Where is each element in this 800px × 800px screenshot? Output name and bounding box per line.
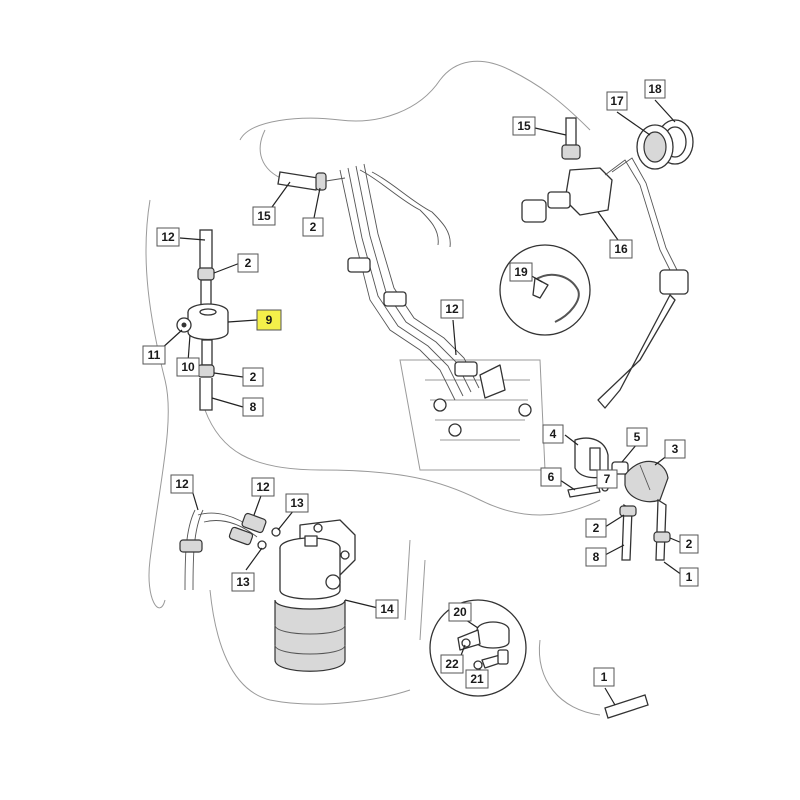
injector-pipe-bundle [339, 163, 532, 437]
callout-7: 7 [596, 469, 618, 489]
filter-supply-pipes [179, 509, 281, 591]
svg-text:9: 9 [266, 313, 273, 327]
callout-15: 15 [512, 116, 536, 136]
callout-8: 8 [585, 547, 607, 567]
callout-13: 13 [285, 493, 309, 513]
svg-text:3: 3 [672, 442, 679, 456]
svg-text:2: 2 [245, 256, 252, 270]
svg-text:12: 12 [445, 302, 459, 316]
callout-9-highlighted: 9 [256, 309, 282, 331]
svg-text:5: 5 [634, 430, 641, 444]
sender-seal-rings [636, 119, 694, 170]
svg-text:20: 20 [453, 605, 467, 619]
svg-text:14: 14 [380, 602, 394, 616]
callout-12: 12 [156, 227, 180, 247]
inline-fuel-component-9 [176, 229, 229, 411]
callout-12: 12 [251, 477, 275, 497]
svg-text:18: 18 [648, 82, 662, 96]
fuel-pipe-1 [604, 694, 649, 719]
svg-text:12: 12 [175, 477, 189, 491]
callout-1: 1 [679, 567, 699, 587]
svg-text:12: 12 [161, 230, 175, 244]
svg-text:21: 21 [470, 672, 484, 686]
callout-1: 1 [593, 667, 615, 687]
svg-text:7: 7 [604, 472, 611, 486]
callout-6: 6 [540, 467, 562, 487]
callout-2: 2 [242, 367, 264, 387]
callout-12: 12 [440, 299, 464, 319]
rear-bracket-assembly [567, 437, 671, 561]
callout-20: 20 [448, 602, 472, 622]
svg-text:13: 13 [236, 575, 250, 589]
callout-21: 21 [465, 669, 489, 689]
svg-text:22: 22 [445, 657, 459, 671]
svg-text:2: 2 [593, 521, 600, 535]
callout-17: 17 [606, 91, 628, 111]
svg-text:17: 17 [610, 94, 624, 108]
svg-text:19: 19 [514, 265, 528, 279]
fuel-hose-15 [277, 171, 346, 191]
svg-text:6: 6 [548, 470, 555, 484]
callout-19: 19 [509, 262, 533, 282]
callout-15: 15 [252, 206, 276, 226]
callout-5: 5 [626, 427, 648, 447]
svg-text:1: 1 [686, 570, 693, 584]
detail-circle-clip-19 [499, 244, 591, 336]
callout-2: 2 [585, 518, 607, 538]
callout-14: 14 [375, 599, 399, 619]
svg-text:2: 2 [310, 220, 317, 234]
callout-8: 8 [242, 397, 264, 417]
fuel-filter-14 [274, 519, 356, 672]
svg-text:4: 4 [550, 427, 557, 441]
svg-text:15: 15 [257, 209, 271, 223]
svg-text:16: 16 [614, 242, 628, 256]
callout-2: 2 [679, 534, 699, 554]
svg-text:13: 13 [290, 496, 304, 510]
callout-3: 3 [664, 439, 686, 459]
svg-text:1: 1 [601, 670, 608, 684]
callout-16: 16 [609, 239, 633, 259]
svg-text:2: 2 [686, 537, 693, 551]
engine-outline [145, 60, 601, 716]
svg-text:10: 10 [181, 360, 195, 374]
fuel-level-sender [521, 117, 689, 409]
callout-4: 4 [542, 424, 564, 444]
callout-18: 18 [644, 79, 666, 99]
svg-text:11: 11 [148, 348, 161, 362]
callout-2: 2 [302, 217, 324, 237]
svg-text:15: 15 [517, 119, 531, 133]
callout-2: 2 [237, 253, 259, 273]
callout-10: 10 [176, 357, 200, 377]
callout-22: 22 [440, 654, 464, 674]
callout-13: 13 [231, 572, 255, 592]
svg-text:12: 12 [256, 480, 270, 494]
svg-text:8: 8 [250, 400, 257, 414]
callout-11: 11 [142, 345, 166, 365]
svg-text:8: 8 [593, 550, 600, 564]
callout-12: 12 [170, 474, 194, 494]
svg-text:2: 2 [250, 370, 257, 384]
